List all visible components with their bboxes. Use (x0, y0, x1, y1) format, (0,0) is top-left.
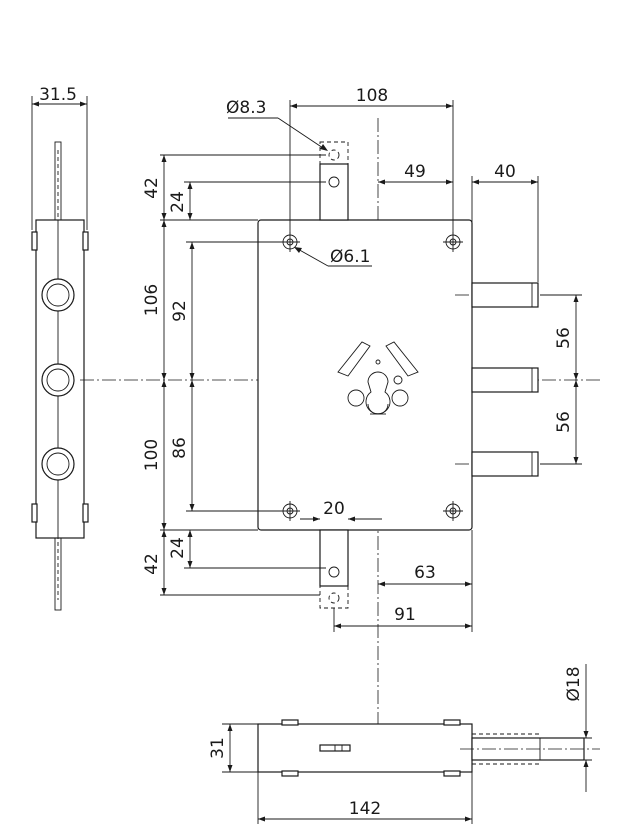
dim-upper-92: 92 (170, 300, 190, 322)
dim-hole-dia-top: Ø8.3 (226, 98, 266, 118)
dim-offset-91: 91 (394, 605, 416, 625)
dim-hole-dia-mount: Ø6.1 (330, 247, 370, 267)
dim-lower-100: 100 (142, 439, 162, 471)
dim-side-thickness: 31.5 (39, 85, 77, 105)
dim-bolt-dia: Ø18 (564, 666, 584, 701)
keyhole (337, 341, 419, 415)
dim-width-108: 108 (356, 86, 388, 106)
dim-bolt-pitch-upper: 56 (554, 327, 574, 349)
dim-top-42: 42 (142, 177, 162, 199)
dim-bottom-42: 42 (142, 553, 162, 575)
bottom-dimensions: Ø18 31 142 (208, 664, 592, 824)
dim-case-depth: 31 (208, 737, 228, 759)
bottom-view (257, 719, 600, 777)
bolts (455, 282, 539, 477)
bottom-latch (319, 529, 349, 609)
dim-upper-106: 106 (142, 284, 162, 316)
dim-offset-49: 49 (404, 162, 426, 182)
dim-bottom-24: 24 (168, 537, 188, 559)
front-dimensions: 108 Ø8.3 49 40 42 24 Ø6.1 (142, 86, 582, 632)
side-view: 31.5 (31, 85, 89, 611)
front-view (257, 141, 539, 609)
dim-lower-86: 86 (170, 437, 190, 459)
dim-case-length: 142 (349, 799, 381, 819)
dim-bolt-pitch-lower: 56 (554, 411, 574, 433)
dim-offset-63: 63 (414, 563, 436, 583)
dim-latch-20: 20 (323, 499, 345, 519)
dim-top-24: 24 (168, 191, 188, 213)
dim-bolt-length: 40 (494, 162, 516, 182)
top-latch (319, 141, 349, 221)
